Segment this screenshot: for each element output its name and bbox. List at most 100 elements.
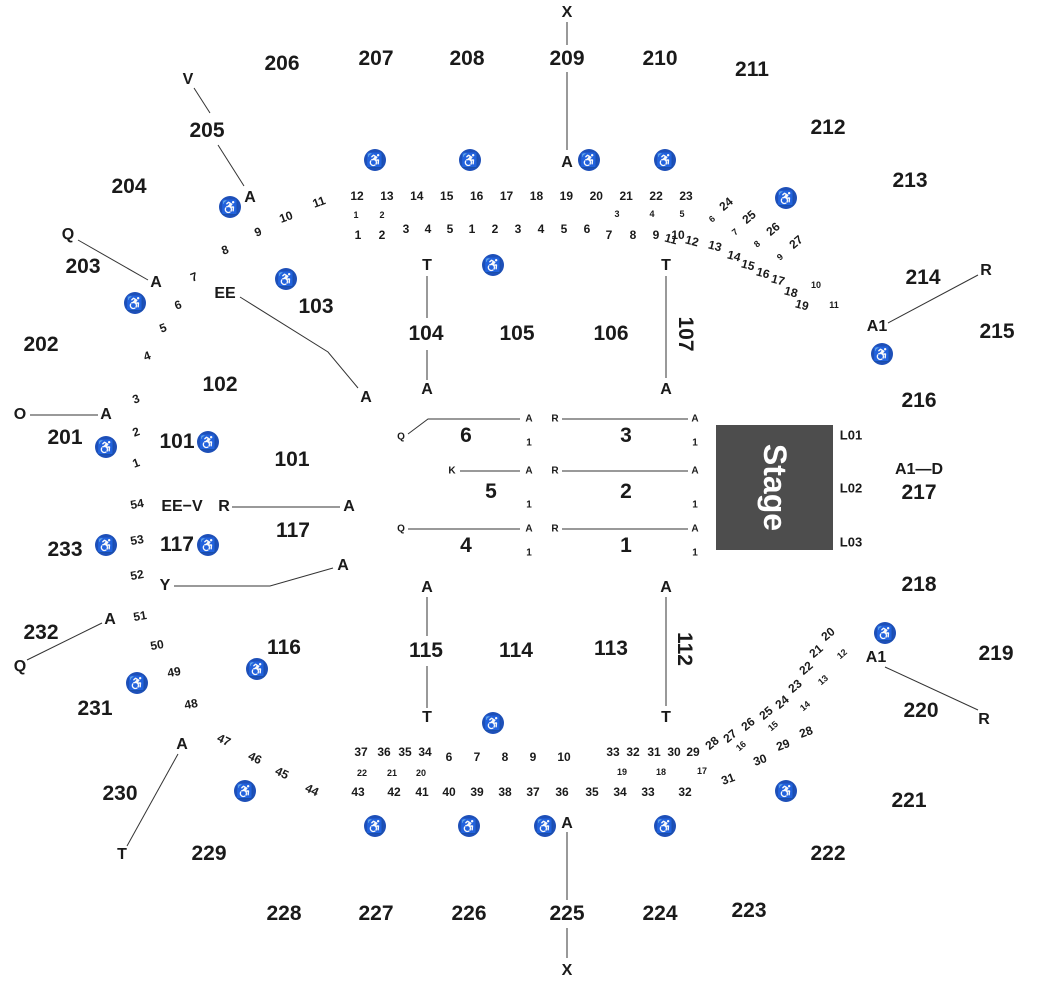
floor-section-3[interactable]: 3	[620, 424, 632, 447]
section-224[interactable]: 224	[642, 902, 678, 925]
section-229[interactable]: 229	[191, 842, 227, 865]
seat-number: 6	[445, 750, 453, 764]
section-209[interactable]: 209	[549, 47, 585, 70]
section-216[interactable]: 216	[901, 389, 937, 412]
wheelchair-icon: ♿	[654, 149, 676, 171]
section-230[interactable]: 230	[102, 782, 138, 805]
floor-row-label: 1	[526, 499, 532, 511]
section-218[interactable]: 218	[901, 573, 937, 596]
floor-section-5[interactable]: 5	[485, 480, 497, 503]
seat-number: 35	[398, 745, 412, 759]
section-113[interactable]: 113	[594, 637, 628, 660]
section-223[interactable]: 223	[731, 899, 767, 922]
seat-number: 6	[583, 222, 591, 236]
section-228[interactable]: 228	[266, 902, 302, 925]
section-107[interactable]: 107	[674, 316, 697, 352]
row-label: V	[182, 71, 194, 88]
row-label: R	[978, 711, 990, 728]
seat-number: 37	[526, 785, 540, 799]
wheelchair-icon: ♿	[124, 292, 146, 314]
floor-section-6[interactable]: 6	[460, 424, 472, 447]
seat-number: 22	[356, 768, 368, 778]
section-116[interactable]: 116	[267, 636, 301, 659]
seat-number: 53	[129, 531, 145, 549]
section-204[interactable]: 204	[111, 175, 147, 198]
section-117[interactable]: 117	[276, 519, 310, 542]
seat-number: 12	[350, 189, 364, 203]
wheelchair-icon: ♿	[364, 149, 386, 171]
section-217[interactable]: 217	[901, 481, 937, 504]
section-103[interactable]: 103	[298, 295, 334, 318]
floor-section-2[interactable]: 2	[620, 480, 632, 503]
section-112[interactable]: 112	[673, 632, 696, 666]
floor-row-label: K	[448, 465, 456, 477]
seat-number: 4	[424, 222, 432, 236]
seat-number: 17	[696, 766, 708, 776]
section-225[interactable]: 225	[549, 902, 585, 925]
section-211[interactable]: 211	[735, 58, 769, 81]
row-label: Q	[13, 658, 27, 675]
seat-number: 7	[473, 750, 481, 764]
section-231[interactable]: 231	[77, 697, 113, 720]
section-227[interactable]: 227	[358, 902, 394, 925]
floor-row-label: R	[551, 465, 559, 477]
section-210[interactable]: 210	[642, 47, 678, 70]
seat-number: 18	[655, 767, 667, 777]
section-220[interactable]: 220	[903, 699, 939, 722]
row-label: A	[343, 498, 355, 515]
section-222[interactable]: 222	[810, 842, 846, 865]
section-106[interactable]: 106	[593, 322, 629, 345]
wheelchair-icon: ♿	[246, 658, 268, 680]
section-104[interactable]: 104	[408, 322, 444, 345]
section-208[interactable]: 208	[449, 47, 485, 70]
section-115[interactable]: 115	[409, 639, 443, 662]
wheelchair-icon: ♿	[874, 622, 896, 644]
row-label: A	[660, 579, 672, 596]
section-213[interactable]: 213	[892, 169, 928, 192]
section-219[interactable]: 219	[978, 642, 1014, 665]
stage[interactable]: Stage	[716, 425, 833, 550]
section-101[interactable]: 101	[274, 448, 310, 471]
section-105[interactable]: 105	[499, 322, 535, 345]
row-label: Y	[159, 577, 171, 594]
section-102[interactable]: 102	[202, 373, 238, 396]
row-label: Q	[61, 226, 75, 243]
section-233[interactable]: 233	[47, 538, 83, 561]
section-226[interactable]: 226	[451, 902, 487, 925]
section-117-accessible[interactable]: 117	[160, 533, 194, 556]
floor-row-label: R	[551, 413, 559, 425]
seat-number: 32	[678, 785, 692, 799]
section-206[interactable]: 206	[264, 52, 300, 75]
section-201[interactable]: 201	[47, 426, 83, 449]
floor-row-label: A	[691, 413, 699, 425]
row-label: A1	[865, 649, 887, 666]
floor-section-4[interactable]: 4	[460, 534, 472, 557]
section-232[interactable]: 232	[23, 621, 59, 644]
section-215[interactable]: 215	[979, 320, 1015, 343]
seat-number: 41	[415, 785, 429, 799]
wheelchair-icon: ♿	[654, 815, 676, 837]
seat-number: 30	[667, 745, 681, 759]
row-label: A	[561, 154, 573, 171]
seat-number: 31	[647, 745, 661, 759]
section-212[interactable]: 212	[810, 116, 846, 139]
section-205[interactable]: 205	[189, 119, 225, 142]
seat-number: 5	[446, 222, 454, 236]
wheelchair-icon: ♿	[197, 431, 219, 453]
section-101-accessible[interactable]: 101	[159, 430, 195, 453]
section-221[interactable]: 221	[891, 789, 927, 812]
seat-number: 50	[149, 636, 165, 654]
seat-number: 21	[619, 189, 633, 203]
seat-number: 1	[354, 228, 362, 242]
wheelchair-icon: ♿	[219, 196, 241, 218]
section-203[interactable]: 203	[65, 255, 101, 278]
row-label: EE	[214, 285, 236, 302]
floor-row-label: A	[525, 413, 533, 425]
row-label: A	[337, 557, 349, 574]
section-207[interactable]: 207	[358, 47, 394, 70]
section-114[interactable]: 114	[499, 639, 533, 662]
section-214[interactable]: 214	[905, 266, 941, 289]
seat-number: 43	[351, 785, 365, 799]
floor-section-1[interactable]: 1	[620, 534, 632, 557]
section-202[interactable]: 202	[23, 333, 59, 356]
